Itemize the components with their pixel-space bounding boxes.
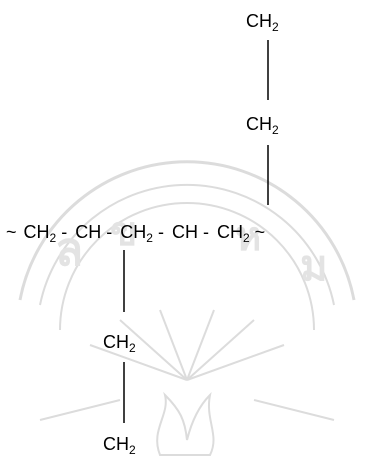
- svg-text:ห: ห: [235, 214, 261, 260]
- top-ch2-group: CH2: [246, 11, 279, 34]
- lower-ch2-group: CH2: [103, 332, 136, 355]
- svg-text:ล: ล: [55, 222, 83, 276]
- bottom-ch2-group: CH2: [103, 434, 136, 457]
- main-chain: ~ CH2- CH- CH2- CH- CH2~: [6, 222, 265, 245]
- svg-text:ม: ม: [300, 241, 328, 290]
- svg-text:ข: ข: [110, 209, 137, 255]
- upper-ch2-group: CH2: [246, 114, 279, 137]
